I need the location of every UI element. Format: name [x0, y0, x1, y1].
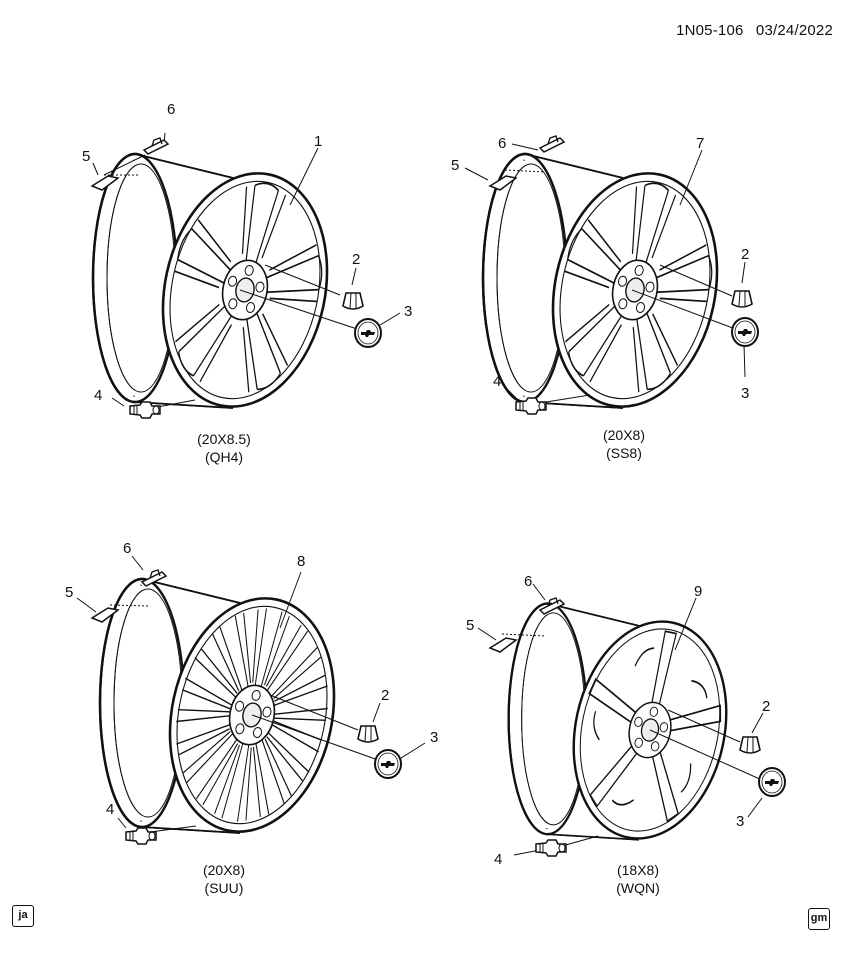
size-suu: (20X8) — [203, 862, 245, 878]
callout-weight-qh4: 6 — [167, 101, 175, 118]
label-part-wqn — [489, 637, 517, 653]
center-cap-part-qh4 — [354, 318, 382, 348]
center-cap-part-wqn — [758, 767, 786, 797]
callout-valve-qh4: 4 — [94, 387, 102, 404]
size-ss8: (20X8) — [603, 427, 645, 443]
wheel-assembly-ss8: 7 2 3 4 5 6 (20X8) (SS8) — [451, 135, 759, 461]
weight-part-qh4 — [143, 137, 169, 155]
lug-nut-part-ss8 — [731, 290, 753, 308]
center-cap-part-suu — [374, 749, 402, 779]
callout-weight-suu: 6 — [123, 540, 131, 557]
size-wqn: (18X8) — [617, 862, 659, 878]
callout-cap-ss8: 3 — [741, 385, 749, 402]
weight-part-ss8 — [539, 135, 565, 153]
wheel-assembly-wqn: 9 2 3 4 5 6 (18X8) (WQN) — [466, 573, 786, 896]
rpo-wqn: (WQN) — [616, 880, 660, 896]
callout-label-suu: 5 — [65, 584, 73, 601]
callout-valve-wqn: 4 — [494, 851, 502, 868]
callout-nut-ss8: 2 — [741, 246, 749, 263]
rpo-suu: (SUU) — [205, 880, 244, 896]
lug-nut-part-wqn — [739, 736, 761, 754]
doc-code: 1N05-106 — [676, 22, 744, 39]
callout-cap-suu: 3 — [430, 729, 438, 746]
callout-cap-qh4: 3 — [404, 303, 412, 320]
wheel-assembly-qh4: 1 2 3 4 5 6 (20X8.5) (QH4) — [82, 101, 412, 465]
lug-nut-part-qh4 — [342, 292, 364, 310]
callout-nut-suu: 2 — [381, 687, 389, 704]
callout-nut-qh4: 2 — [352, 251, 360, 268]
gm-logo-badge: gm — [808, 908, 830, 930]
rpo-qh4: (QH4) — [205, 449, 243, 465]
rpo-ss8: (SS8) — [606, 445, 642, 461]
callout-weight-ss8: 6 — [498, 135, 506, 152]
callout-wheel-suu: 8 — [297, 553, 305, 570]
callout-wheel-ss8: 7 — [696, 135, 704, 152]
ja-badge: ja — [12, 905, 34, 927]
callout-label-wqn: 5 — [466, 617, 474, 634]
valve-stem-part-suu — [125, 827, 157, 845]
callout-label-ss8: 5 — [451, 157, 459, 174]
valve-stem-part-wqn — [535, 839, 567, 857]
doc-date: 03/24/2022 — [755, 22, 833, 39]
wheel-assembly-suu: 8 2 3 4 5 6 (20X8) (SUU) — [65, 540, 438, 896]
callout-valve-suu: 4 — [106, 801, 114, 818]
callout-label-qh4: 5 — [82, 148, 90, 165]
callout-cap-wqn: 3 — [736, 813, 744, 830]
valve-stem-part-qh4 — [129, 401, 161, 419]
callout-wheel-qh4: 1 — [314, 133, 322, 150]
callout-valve-ss8: 4 — [493, 373, 501, 390]
callout-weight-wqn: 6 — [524, 573, 532, 590]
size-qh4: (20X8.5) — [197, 431, 251, 447]
diagram-header: 1N05-106 03/24/2022 — [668, 22, 833, 39]
lug-nut-part-suu — [357, 725, 379, 743]
callout-nut-wqn: 2 — [762, 698, 770, 715]
callout-wheel-wqn: 9 — [694, 583, 702, 600]
center-cap-part-ss8 — [731, 317, 759, 347]
